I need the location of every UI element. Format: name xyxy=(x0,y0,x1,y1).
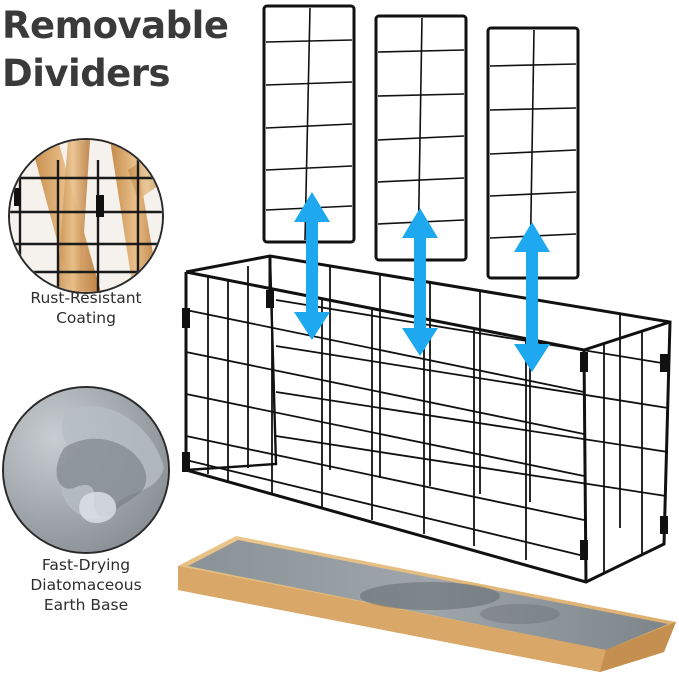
headline: Removable Dividers xyxy=(2,2,229,98)
diatomaceous-earth-base xyxy=(178,536,676,672)
diatomaceous-caption-line-1: Fast-Drying xyxy=(41,556,131,574)
headline-line-1: Removable xyxy=(2,4,229,47)
diatomaceous-closeup-image xyxy=(4,388,168,552)
headline-line-2: Dividers xyxy=(2,52,171,95)
diatomaceous-closeup-circle xyxy=(2,386,170,554)
lift-arrow-1 xyxy=(294,192,330,340)
diatomaceous-caption-line-3: Earth Base xyxy=(43,596,129,614)
wire-basket xyxy=(182,254,672,584)
lift-arrow-2 xyxy=(402,208,438,356)
rust-resistant-closeup-circle xyxy=(8,138,164,294)
rust-resistant-caption-line-1: Rust-Resistant xyxy=(30,289,142,307)
rust-resistant-closeup-image xyxy=(10,140,162,292)
diatomaceous-caption-line-2: Diatomaceous xyxy=(30,576,142,594)
rust-resistant-caption: Rust-Resistant Coating xyxy=(6,288,166,328)
rust-resistant-caption-line-2: Coating xyxy=(56,309,116,327)
lift-arrow-3 xyxy=(514,222,550,372)
diatomaceous-caption: Fast-Drying Diatomaceous Earth Base xyxy=(6,555,166,615)
